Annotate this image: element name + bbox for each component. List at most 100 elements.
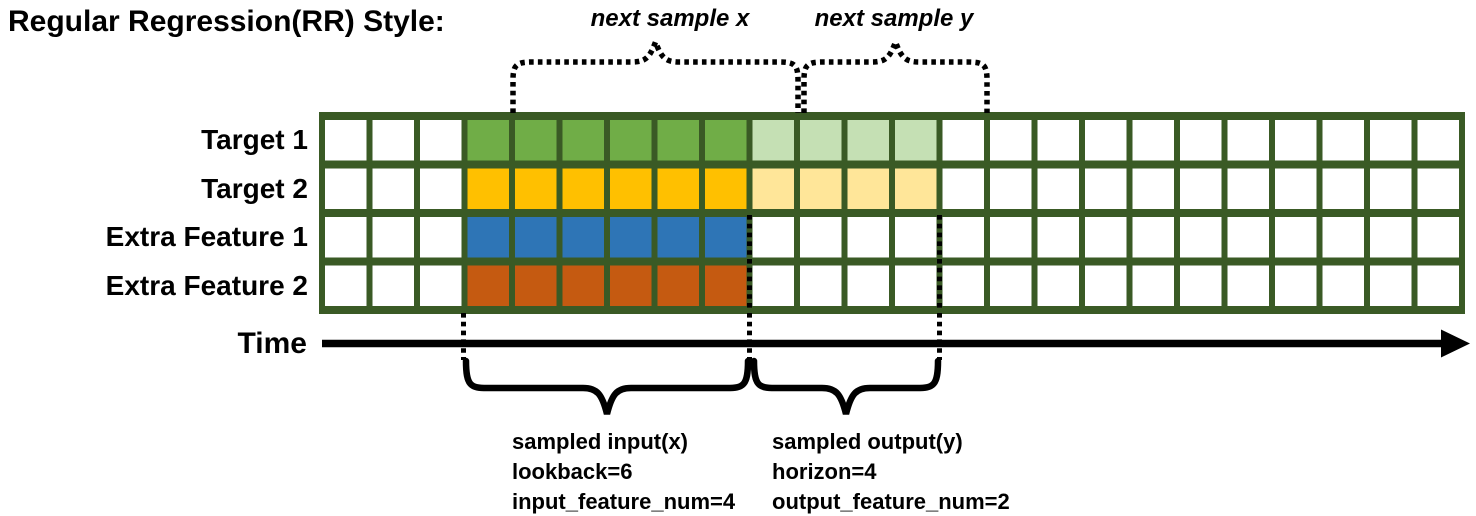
grid-cell: [1126, 113, 1180, 168]
time-label: Time: [237, 327, 307, 360]
grid-cell: [1221, 258, 1275, 313]
grid-cell: [366, 113, 420, 168]
sampled-output-text-block: sampled output(y) horizon=4 output_featu…: [772, 427, 1010, 516]
output-feature-num-value: output_feature_num=2: [772, 489, 1010, 514]
sampled-input-title: sampled input(x): [512, 429, 689, 454]
grid-cell: [746, 113, 800, 168]
row-label-target-1: Target 1: [201, 124, 308, 155]
grid-cell: [746, 258, 800, 313]
grid-cell: [1126, 161, 1180, 216]
grid-cell: [699, 113, 753, 168]
grid-cell: [1364, 258, 1418, 313]
grid-cell: [604, 258, 658, 313]
next-sample-x-brace: [510, 34, 801, 113]
grid-cell: [936, 258, 990, 313]
grid-cell: [889, 113, 943, 168]
grid-cell: [509, 210, 563, 265]
grid-cell: [319, 161, 373, 216]
grid-cell: [1221, 161, 1275, 216]
diagram-title: Regular Regression(RR) Style:: [8, 5, 445, 38]
grid-cell: [1316, 258, 1370, 313]
grid-cell: [1079, 210, 1133, 265]
grid-cell: [556, 210, 610, 265]
grid-cell: [461, 113, 515, 168]
grid-cell: [794, 210, 848, 265]
grid-cell: [604, 210, 658, 265]
grid-cell: [984, 161, 1038, 216]
grid-cell: [509, 258, 563, 313]
grid-cell: [1174, 258, 1228, 313]
grid-cell: [509, 161, 563, 216]
grid-cell: [746, 161, 800, 216]
grid-cell: [936, 210, 990, 265]
grid-cell: [936, 113, 990, 168]
grid-cell: [699, 258, 753, 313]
grid-cell: [794, 161, 848, 216]
grid-cell: [889, 258, 943, 313]
grid-cell: [746, 210, 800, 265]
next-sample-x-label: next sample x: [590, 5, 750, 32]
grid-cell: [1126, 258, 1180, 313]
grid-cell: [414, 113, 468, 168]
grid-cell: [1364, 113, 1418, 168]
grid-cell: [604, 161, 658, 216]
grid-row-borders: [319, 112, 1465, 314]
grid-cell: [1269, 161, 1323, 216]
grid-cell: [366, 161, 420, 216]
input-feature-num-value: input_feature_num=4: [512, 489, 736, 514]
grid-cell: [319, 210, 373, 265]
grid-cell: [1221, 210, 1275, 265]
grid-cell: [889, 210, 943, 265]
grid-cell: [841, 113, 895, 168]
time-arrow-head: [1441, 329, 1470, 358]
grid-cell: [1411, 161, 1465, 216]
grid-cell: [319, 258, 373, 313]
grid-cell: [1269, 210, 1323, 265]
grid-cell: [1079, 161, 1133, 216]
grid-cell: [1411, 210, 1465, 265]
grid-cell: [1031, 161, 1085, 216]
grid-cell: [1316, 161, 1370, 216]
grid-cell: [1411, 258, 1465, 313]
grid-cell: [604, 113, 658, 168]
grid-cell: [556, 113, 610, 168]
grid-cell: [461, 161, 515, 216]
grid-cell: [1174, 210, 1228, 265]
sampled-input-text-block: sampled input(x) lookback=6 input_featur…: [512, 427, 735, 516]
grid-cell: [1316, 113, 1370, 168]
grid-cell: [794, 113, 848, 168]
grid-cell: [651, 161, 705, 216]
sampled-input-brace: [462, 357, 752, 415]
row-label-extra-feature-1: Extra Feature 1: [105, 221, 308, 252]
grid-cell: [984, 113, 1038, 168]
grid-cell: [1269, 113, 1323, 168]
grid-cell: [1174, 161, 1228, 216]
grid-cell: [1031, 113, 1085, 168]
row-label-target-2: Target 2: [201, 172, 308, 204]
grid-cell: [651, 258, 705, 313]
grid-cell: [366, 210, 420, 265]
grid-cell: [889, 161, 943, 216]
grid-cell: [936, 161, 990, 216]
grid-cell: [1031, 210, 1085, 265]
grid-cell: [366, 258, 420, 313]
grid-cell: [414, 161, 468, 216]
grid-cell: [1126, 210, 1180, 265]
grid-cell: [1411, 113, 1465, 168]
grid-cell: [556, 161, 610, 216]
grid-cell: [1221, 113, 1275, 168]
grid-cell: [461, 258, 515, 313]
grid-cell: [699, 161, 753, 216]
sampled-output-brace: [750, 357, 942, 415]
grid-cell: [841, 258, 895, 313]
grid-cell: [414, 210, 468, 265]
grid-cell: [461, 210, 515, 265]
grid-cell: [319, 113, 373, 168]
grid-cell: [1364, 210, 1418, 265]
sampled-output-title: sampled output(y): [772, 429, 963, 454]
grid-cell: [984, 258, 1038, 313]
grid-cell: [984, 210, 1038, 265]
grid-cell: [651, 113, 705, 168]
grid-cell: [414, 258, 468, 313]
